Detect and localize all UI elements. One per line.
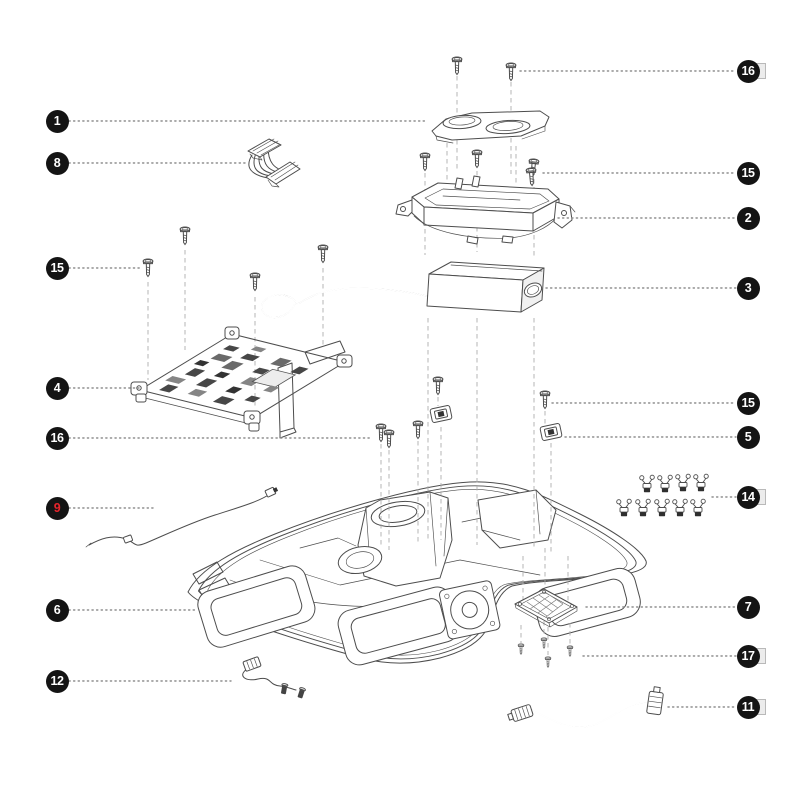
part-6-chassis-base [187,481,647,666]
part-16-screws-top [451,56,517,81]
callout-7[interactable]: 7 [736,595,760,619]
part-15-screws-pcb [142,226,329,291]
callout-8[interactable]: 8 [45,151,69,175]
callout-5[interactable]: 5 [736,425,760,449]
callout-17[interactable]: 17 [736,644,760,668]
callout-15-right-upper[interactable]: 15 [736,161,760,185]
callout-12[interactable]: 12 [45,669,69,693]
callout-3[interactable]: 3 [736,276,760,300]
part-12-sensor-cable [242,656,306,699]
part-16-screws-chassis [375,420,424,448]
part-17-screws-grille [517,637,574,668]
callout-4[interactable]: 4 [45,376,69,400]
callout-15-left[interactable]: 15 [45,256,69,280]
pcb-components [159,340,320,410]
fan-module [439,580,501,640]
part-1-cover-plate [431,110,550,144]
callout-1[interactable]: 1 [45,109,69,133]
callout-11[interactable]: 11 [736,695,760,719]
part-15-screws-clips [432,376,551,409]
part-9-antenna-wire [85,486,279,548]
part-7-vent-grille [514,588,578,628]
part-2-electronics-housing [395,175,576,245]
callout-16-right[interactable]: 16 [736,59,760,83]
part-4-main-pcb [130,326,352,439]
part-5-clip-nuts [429,404,563,442]
part-14-cable-clips [616,473,709,517]
callout-16-left[interactable]: 16 [45,426,69,450]
part-11-connection-cable [507,686,664,729]
callout-14[interactable]: 14 [736,485,760,509]
leader-lines [68,70,737,708]
callout-9-highlighted[interactable]: 9 [45,496,69,520]
part-8-wire-harness [247,138,301,188]
callout-6[interactable]: 6 [45,598,69,622]
callout-15-right-lower[interactable]: 15 [736,391,760,415]
part-3-battery [260,261,545,319]
callout-2[interactable]: 2 [736,206,760,230]
